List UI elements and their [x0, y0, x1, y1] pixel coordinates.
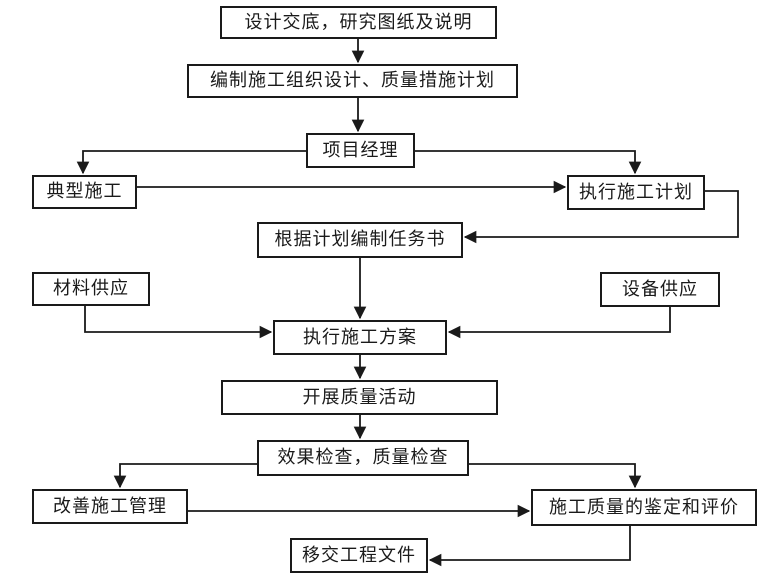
node-material-supply: 材料供应	[32, 272, 150, 306]
node-equipment-supply: 设备供应	[600, 272, 720, 307]
node-compile-quality-plan: 编制施工组织设计、质量措施计划	[187, 64, 518, 98]
node-execute-construction-plan: 执行施工计划	[567, 175, 705, 210]
node-quality-appraisal-evaluation: 施工质量的鉴定和评价	[531, 489, 757, 526]
node-effect-quality-check: 效果检查，质量检查	[257, 440, 469, 476]
node-quality-activity: 开展质量活动	[221, 380, 498, 415]
node-improve-construction-management: 改善施工管理	[32, 489, 188, 524]
node-task-book: 根据计划编制任务书	[257, 222, 463, 258]
node-handover-project-documents: 移交工程文件	[290, 538, 428, 573]
node-project-manager: 项目经理	[306, 133, 415, 168]
node-typical-construction: 典型施工	[32, 175, 137, 209]
node-design-briefing: 设计交底，研究图纸及说明	[220, 6, 497, 39]
node-execute-construction-scheme: 执行施工方案	[273, 320, 447, 355]
